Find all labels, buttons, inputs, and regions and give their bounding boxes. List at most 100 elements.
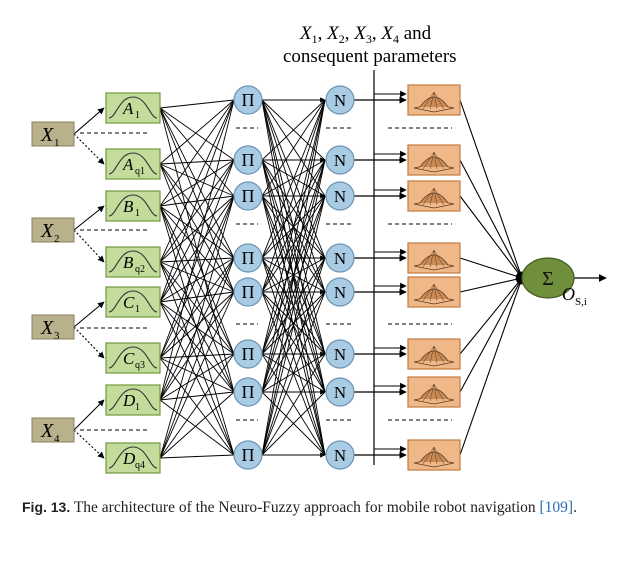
product-node: Π [233, 243, 263, 273]
normalize-symbol: N [334, 249, 346, 268]
surface-plot-icon [413, 283, 455, 305]
mf-label: B [123, 253, 134, 272]
mf-label: D [122, 449, 136, 468]
consequent-node [407, 144, 461, 176]
input-subscript: 4 [54, 433, 60, 445]
sum-symbol: Σ [542, 268, 554, 290]
input-label: X [40, 317, 54, 339]
gaussian-curve-icon [108, 446, 158, 469]
input-subscript: 2 [54, 233, 60, 245]
gaussian-curve-icon [108, 194, 158, 217]
gaussian-curve-icon [108, 290, 158, 313]
product-symbol: Π [242, 282, 255, 302]
header-var-1: X [299, 23, 313, 44]
normalize-node: N [325, 145, 355, 175]
surface-plot-icon [413, 151, 455, 173]
surface-plot-icon [413, 91, 455, 113]
normalize-symbol: N [334, 187, 346, 206]
product-node: Π [233, 85, 263, 115]
summation-node: Σ [521, 257, 575, 299]
caption-text: The architecture of the Neuro-Fuzzy appr… [70, 499, 540, 516]
mf-label: C [123, 349, 135, 368]
normalize-node: N [325, 440, 355, 470]
header-var-4: X [380, 23, 394, 44]
consequent-node [407, 84, 461, 116]
consequent-node [407, 242, 461, 274]
surface-plot-icon [413, 446, 455, 468]
input-subscript: 1 [54, 137, 60, 149]
gaussian-curve-icon [108, 152, 158, 175]
mf-label: A [122, 99, 134, 118]
mf-label: D [122, 391, 136, 410]
consequent-node [407, 338, 461, 370]
input-label: X [40, 220, 54, 242]
header-var-3: X [353, 23, 367, 44]
input-label: X [40, 124, 54, 146]
gaussian-curve-icon [108, 388, 158, 411]
gaussian-curve-icon [108, 250, 158, 273]
mf-label: B [123, 197, 134, 216]
mf-subscript: q3 [135, 360, 145, 371]
header-var-2: X [326, 23, 340, 44]
product-node: Π [233, 339, 263, 369]
header-variables: X1, X2, X3, X4 and [299, 23, 432, 46]
gaussian-curve-icon [108, 346, 158, 369]
product-node: Π [233, 377, 263, 407]
surface-plot-icon [413, 187, 455, 209]
caption-reference-link[interactable]: [109] [539, 499, 574, 516]
normalize-node: N [325, 377, 355, 407]
normalize-symbol: N [334, 383, 346, 402]
normalize-symbol: N [334, 283, 346, 302]
input-label: X [40, 420, 54, 442]
consequent-node [407, 439, 461, 471]
surface-plot-icon [413, 383, 455, 405]
output-label: OS,i [562, 284, 587, 308]
normalize-node: N [325, 339, 355, 369]
surface-plot-icon [413, 345, 455, 367]
header-and: and [404, 23, 432, 44]
product-node: Π [233, 440, 263, 470]
mf-subscript: q2 [135, 264, 145, 275]
figure-caption: Fig. 13. The architecture of the Neuro-F… [22, 497, 622, 518]
product-node: Π [233, 145, 263, 175]
mf-subscript: 1 [135, 402, 140, 413]
input-subscript: 3 [54, 330, 60, 342]
normalize-symbol: N [334, 91, 346, 110]
normalize-symbol: N [334, 151, 346, 170]
product-symbol: Π [242, 90, 255, 110]
product-symbol: Π [242, 186, 255, 206]
product-node: Π [233, 181, 263, 211]
normalize-node: N [325, 243, 355, 273]
caption-label: Fig. 13. [22, 499, 71, 515]
product-node: Π [233, 277, 263, 307]
mf-label: A [122, 155, 134, 174]
mf-subscript: 1 [135, 110, 140, 121]
mf-subscript: 1 [135, 304, 140, 315]
product-symbol: Π [242, 344, 255, 364]
mf-subscript: q1 [135, 166, 145, 177]
product-symbol: Π [242, 382, 255, 402]
mf-subscript: q4 [135, 460, 145, 471]
normalize-node: N [325, 181, 355, 211]
header-consequent-parameters: consequent parameters [283, 46, 457, 67]
surface-plot-icon [413, 249, 455, 271]
mf-subscript: 1 [135, 208, 140, 219]
gaussian-curve-icon [108, 96, 158, 119]
normalize-node: N [325, 85, 355, 115]
product-symbol: Π [242, 150, 255, 170]
consequent-node [407, 276, 461, 308]
normalize-symbol: N [334, 345, 346, 364]
mf-label: C [123, 293, 135, 312]
